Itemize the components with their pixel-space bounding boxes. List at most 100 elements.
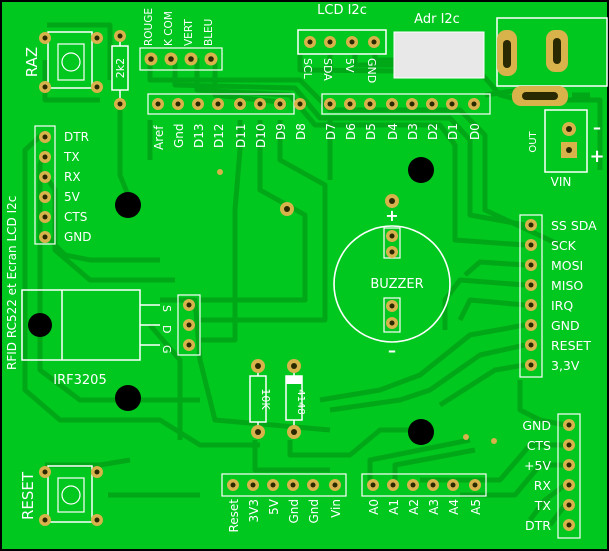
pin-d3-label: D3 [406, 123, 420, 140]
ftdi-labels: GND CTS +5V RX TX DTR [522, 418, 551, 533]
mount-hole [408, 157, 434, 183]
ftdi-cts-label: CTS [527, 438, 551, 453]
led-rouge-label: ROUGE [143, 8, 155, 46]
power-header [221, 473, 347, 497]
mos-d-label: D [160, 325, 173, 333]
led-kcom-label: K COM [163, 11, 175, 46]
raz-label: RAZ [23, 47, 41, 77]
ftdi-rx-label: RX [534, 478, 552, 493]
vin-connector [544, 109, 588, 173]
ftdi-dtr-label: DTR [525, 518, 551, 533]
irf-label: IRF3205 [53, 373, 106, 388]
lcd-scl-label: SCL [301, 58, 314, 80]
pin-d2-label: D2 [426, 123, 440, 140]
pin-d1-label: D1 [446, 123, 460, 140]
ftdi-tx-label: TX [534, 498, 552, 513]
pwr-3v3-label: 3V3 [247, 499, 261, 522]
ftdi-gnd-label: GND [522, 418, 551, 433]
analog-header [361, 473, 487, 497]
ser-dtr-label: DTR [64, 130, 89, 144]
mos-g-label: G [160, 345, 173, 354]
vin-label: VIN [551, 175, 572, 189]
lcd-header [297, 29, 387, 55]
ftdi-header [557, 413, 581, 539]
pin-d4-label: D4 [386, 123, 400, 140]
lcd-gnd-label: GND [365, 58, 378, 83]
digital-header-right [321, 93, 491, 115]
buzzer [333, 225, 451, 343]
vin-minus: – [593, 118, 601, 137]
raz-switch [39, 31, 103, 93]
serial-header [34, 125, 56, 245]
rfid-irq-label: IRQ [551, 298, 573, 313]
ser-rx-label: RX [64, 170, 81, 184]
an-a2-label: A2 [407, 499, 421, 515]
rfid-miso-label: MISO [551, 278, 583, 293]
mount-hole [408, 419, 434, 445]
rfid-sck-label: SCK [551, 238, 577, 253]
adr-title: Adr I2c [414, 12, 460, 27]
pin-d7-label: D7 [324, 123, 338, 140]
adr-i2c-pad [393, 31, 485, 79]
diode-4148 [285, 359, 303, 439]
buzzer-plus: + [385, 206, 398, 225]
vias [217, 169, 497, 444]
buzzer-minus: – [388, 341, 396, 360]
power-jack [496, 17, 608, 106]
rfid-reset-label: RESET [551, 338, 591, 353]
side-text: RFID RC522 et Ecran LCD I2c [5, 196, 19, 370]
lcd-title: LCD I2c [317, 3, 367, 18]
pin-d0-label: D0 [468, 123, 482, 140]
pwr-vin-label: Vin [329, 499, 343, 518]
rfid-header [519, 214, 543, 378]
lcd-5v-label: 5V [343, 58, 356, 73]
res-10k-label: 10K [259, 388, 272, 410]
copper-traces [22, 22, 603, 527]
ftdi-5v-label: +5V [524, 458, 551, 473]
mount-hole [115, 192, 141, 218]
power-labels: Reset 3V3 5V Gnd Gnd Vin [227, 498, 343, 532]
pwr-gnd1-label: Gnd [287, 499, 301, 524]
resistor-2k2 [111, 30, 129, 110]
ser-gnd-label: GND [64, 230, 92, 244]
res-2k2-label: 2k2 [114, 58, 127, 78]
digital-pin-labels: Aref Gnd D13 D12 D11 D10 D9 D8 D7 D6 D5 … [152, 123, 482, 150]
diode-label: 4148 [295, 389, 306, 414]
led-bleu-label: BLEU [203, 19, 215, 46]
pin-gnd-label: Gnd [172, 123, 186, 148]
an-a0-label: A0 [367, 499, 381, 515]
pwr-5v-label: 5V [267, 498, 281, 515]
serial-labels: DTR TX RX 5V CTS GND [63, 130, 92, 244]
digital-header-left [147, 93, 306, 115]
an-a4-label: A4 [447, 499, 461, 515]
rfid-ss-label: SS SDA [551, 218, 597, 233]
an-a3-label: A3 [427, 499, 441, 515]
pin-d10-label: D10 [254, 123, 268, 148]
pin-d11-label: D11 [234, 123, 248, 148]
rfid-labels: SS SDA SCK MOSI MISO IRQ GND RESET 3,3V [551, 218, 597, 373]
resistor-10k [249, 359, 267, 439]
mounting-holes [115, 157, 434, 445]
pin-d9-label: D9 [274, 123, 288, 140]
ser-5v-label: 5V [64, 190, 81, 204]
pin-d12-label: D12 [212, 123, 226, 148]
reset-label: RESET [19, 471, 37, 520]
buzzer-label: BUZZER [370, 277, 423, 292]
mosfet-irf3205 [21, 289, 201, 361]
out-label: OUT [528, 130, 539, 152]
an-a5-label: A5 [469, 499, 483, 515]
ser-cts-label: CTS [64, 210, 87, 224]
ser-tx-label: TX [63, 150, 80, 164]
pwr-reset-label: Reset [227, 499, 241, 533]
pin-aref-label: Aref [152, 125, 166, 150]
pin-d5-label: D5 [364, 123, 378, 140]
rfid-mosi-label: MOSI [551, 258, 583, 273]
mos-s-label: S [160, 305, 173, 312]
analog-labels: A0 A1 A2 A3 A4 A5 [367, 499, 483, 515]
lcd-sda-label: SDA [321, 58, 334, 81]
led-vert-label: VERT [183, 19, 195, 46]
vin-plus: + [589, 146, 604, 167]
reset-switch [39, 465, 103, 526]
rgb-led-header [139, 47, 223, 71]
